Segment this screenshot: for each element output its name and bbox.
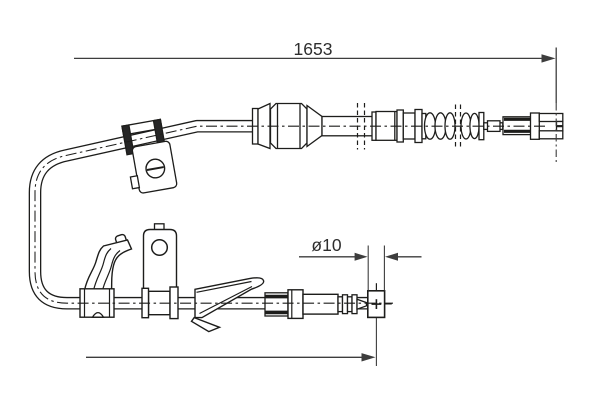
adjuster-assembly — [264, 289, 368, 320]
centerline — [34, 125, 545, 304]
spring-blade — [190, 277, 265, 333]
mounting-clamp — [121, 118, 178, 194]
arrow-right-icon — [354, 252, 368, 261]
dimension-overall-length: 1653 — [74, 39, 557, 163]
flexible-hose — [83, 239, 133, 292]
overall-length-label: 1653 — [294, 39, 333, 59]
cable-end-barrel — [366, 283, 392, 319]
arrow-right-icon — [541, 54, 556, 63]
bracket-hole — [150, 238, 169, 257]
end-diameter-label: ø10 — [311, 235, 341, 255]
arrow-right-icon — [361, 353, 376, 362]
arrow-left-icon — [385, 252, 398, 261]
dimension-bottom-reference — [86, 318, 377, 366]
mounting-bracket — [142, 223, 178, 293]
dimension-end-diameter: ø10 — [299, 235, 422, 291]
lower-cable-assembly — [79, 223, 392, 333]
cable-outer-loop — [28, 119, 367, 310]
